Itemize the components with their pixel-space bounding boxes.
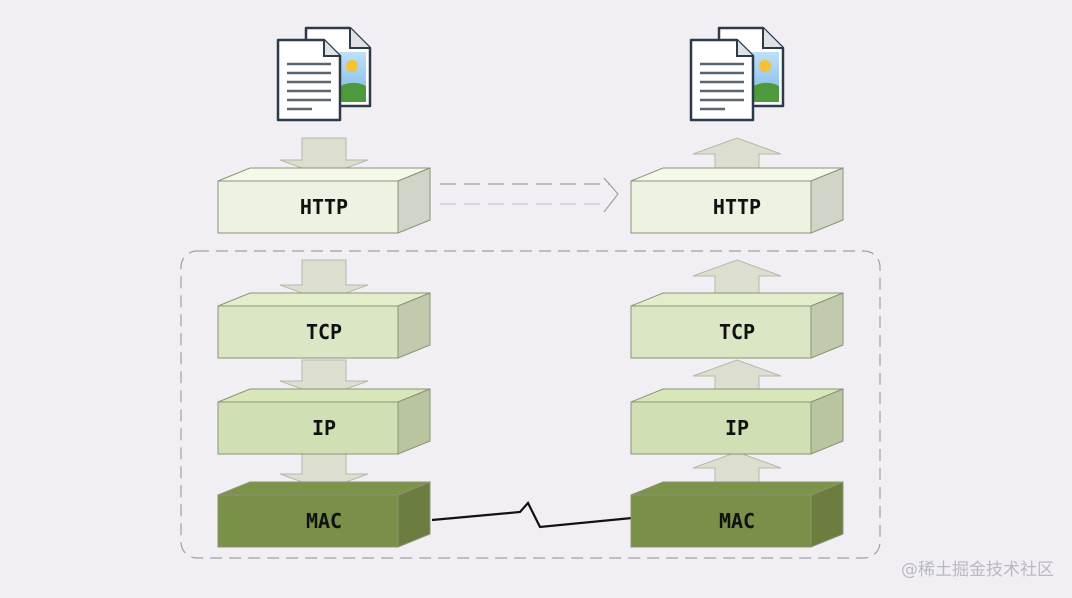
right-mac-top-face [630, 481, 844, 496]
left-protocol-stack: HTTP TCP IP MAC [217, 26, 431, 548]
http-logical-connection-arrow [440, 177, 619, 213]
left-tcp-top-face [217, 292, 431, 307]
left-layer-tcp: TCP [217, 292, 431, 359]
left-http-front-face [217, 180, 399, 234]
physical-link-line [431, 501, 633, 529]
right-mac-front-face [630, 494, 812, 548]
right-http-top-face [630, 167, 844, 182]
right-http-label: HTTP [713, 195, 761, 219]
right-tcp-front-face [630, 305, 812, 359]
right-layer-ip: IP [630, 388, 844, 455]
watermark: @稀土掘金技术社区 [901, 560, 1054, 580]
right-layer-mac: MAC [630, 481, 844, 548]
right-tcp-top-face [630, 292, 844, 307]
right-layer-http: HTTP [630, 167, 844, 234]
left-ip-top-face [217, 388, 431, 403]
left-layer-ip: IP [217, 388, 431, 455]
right-http-front-face [630, 180, 812, 234]
right-mac-label: MAC [719, 509, 755, 533]
left-http-top-face [217, 167, 431, 182]
right-tcp-label: TCP [719, 320, 755, 344]
right-ip-label: IP [725, 416, 749, 440]
left-http-label: HTTP [300, 195, 348, 219]
right-ip-top-face [630, 388, 844, 403]
left-tcp-label: TCP [306, 320, 342, 344]
left-documents-icon [276, 26, 372, 122]
left-tcp-front-face [217, 305, 399, 359]
right-documents-icon [689, 26, 785, 122]
right-layer-tcp: TCP [630, 292, 844, 359]
left-layer-mac: MAC [217, 481, 431, 548]
left-mac-label: MAC [306, 509, 342, 533]
left-ip-label: IP [312, 416, 336, 440]
right-protocol-stack: HTTP TCP IP MAC [630, 26, 844, 548]
left-ip-front-face [217, 401, 399, 455]
left-mac-top-face [217, 481, 431, 496]
right-ip-front-face [630, 401, 812, 455]
left-layer-http: HTTP [217, 167, 431, 234]
left-mac-front-face [217, 494, 399, 548]
lower-layers-region [180, 250, 881, 559]
